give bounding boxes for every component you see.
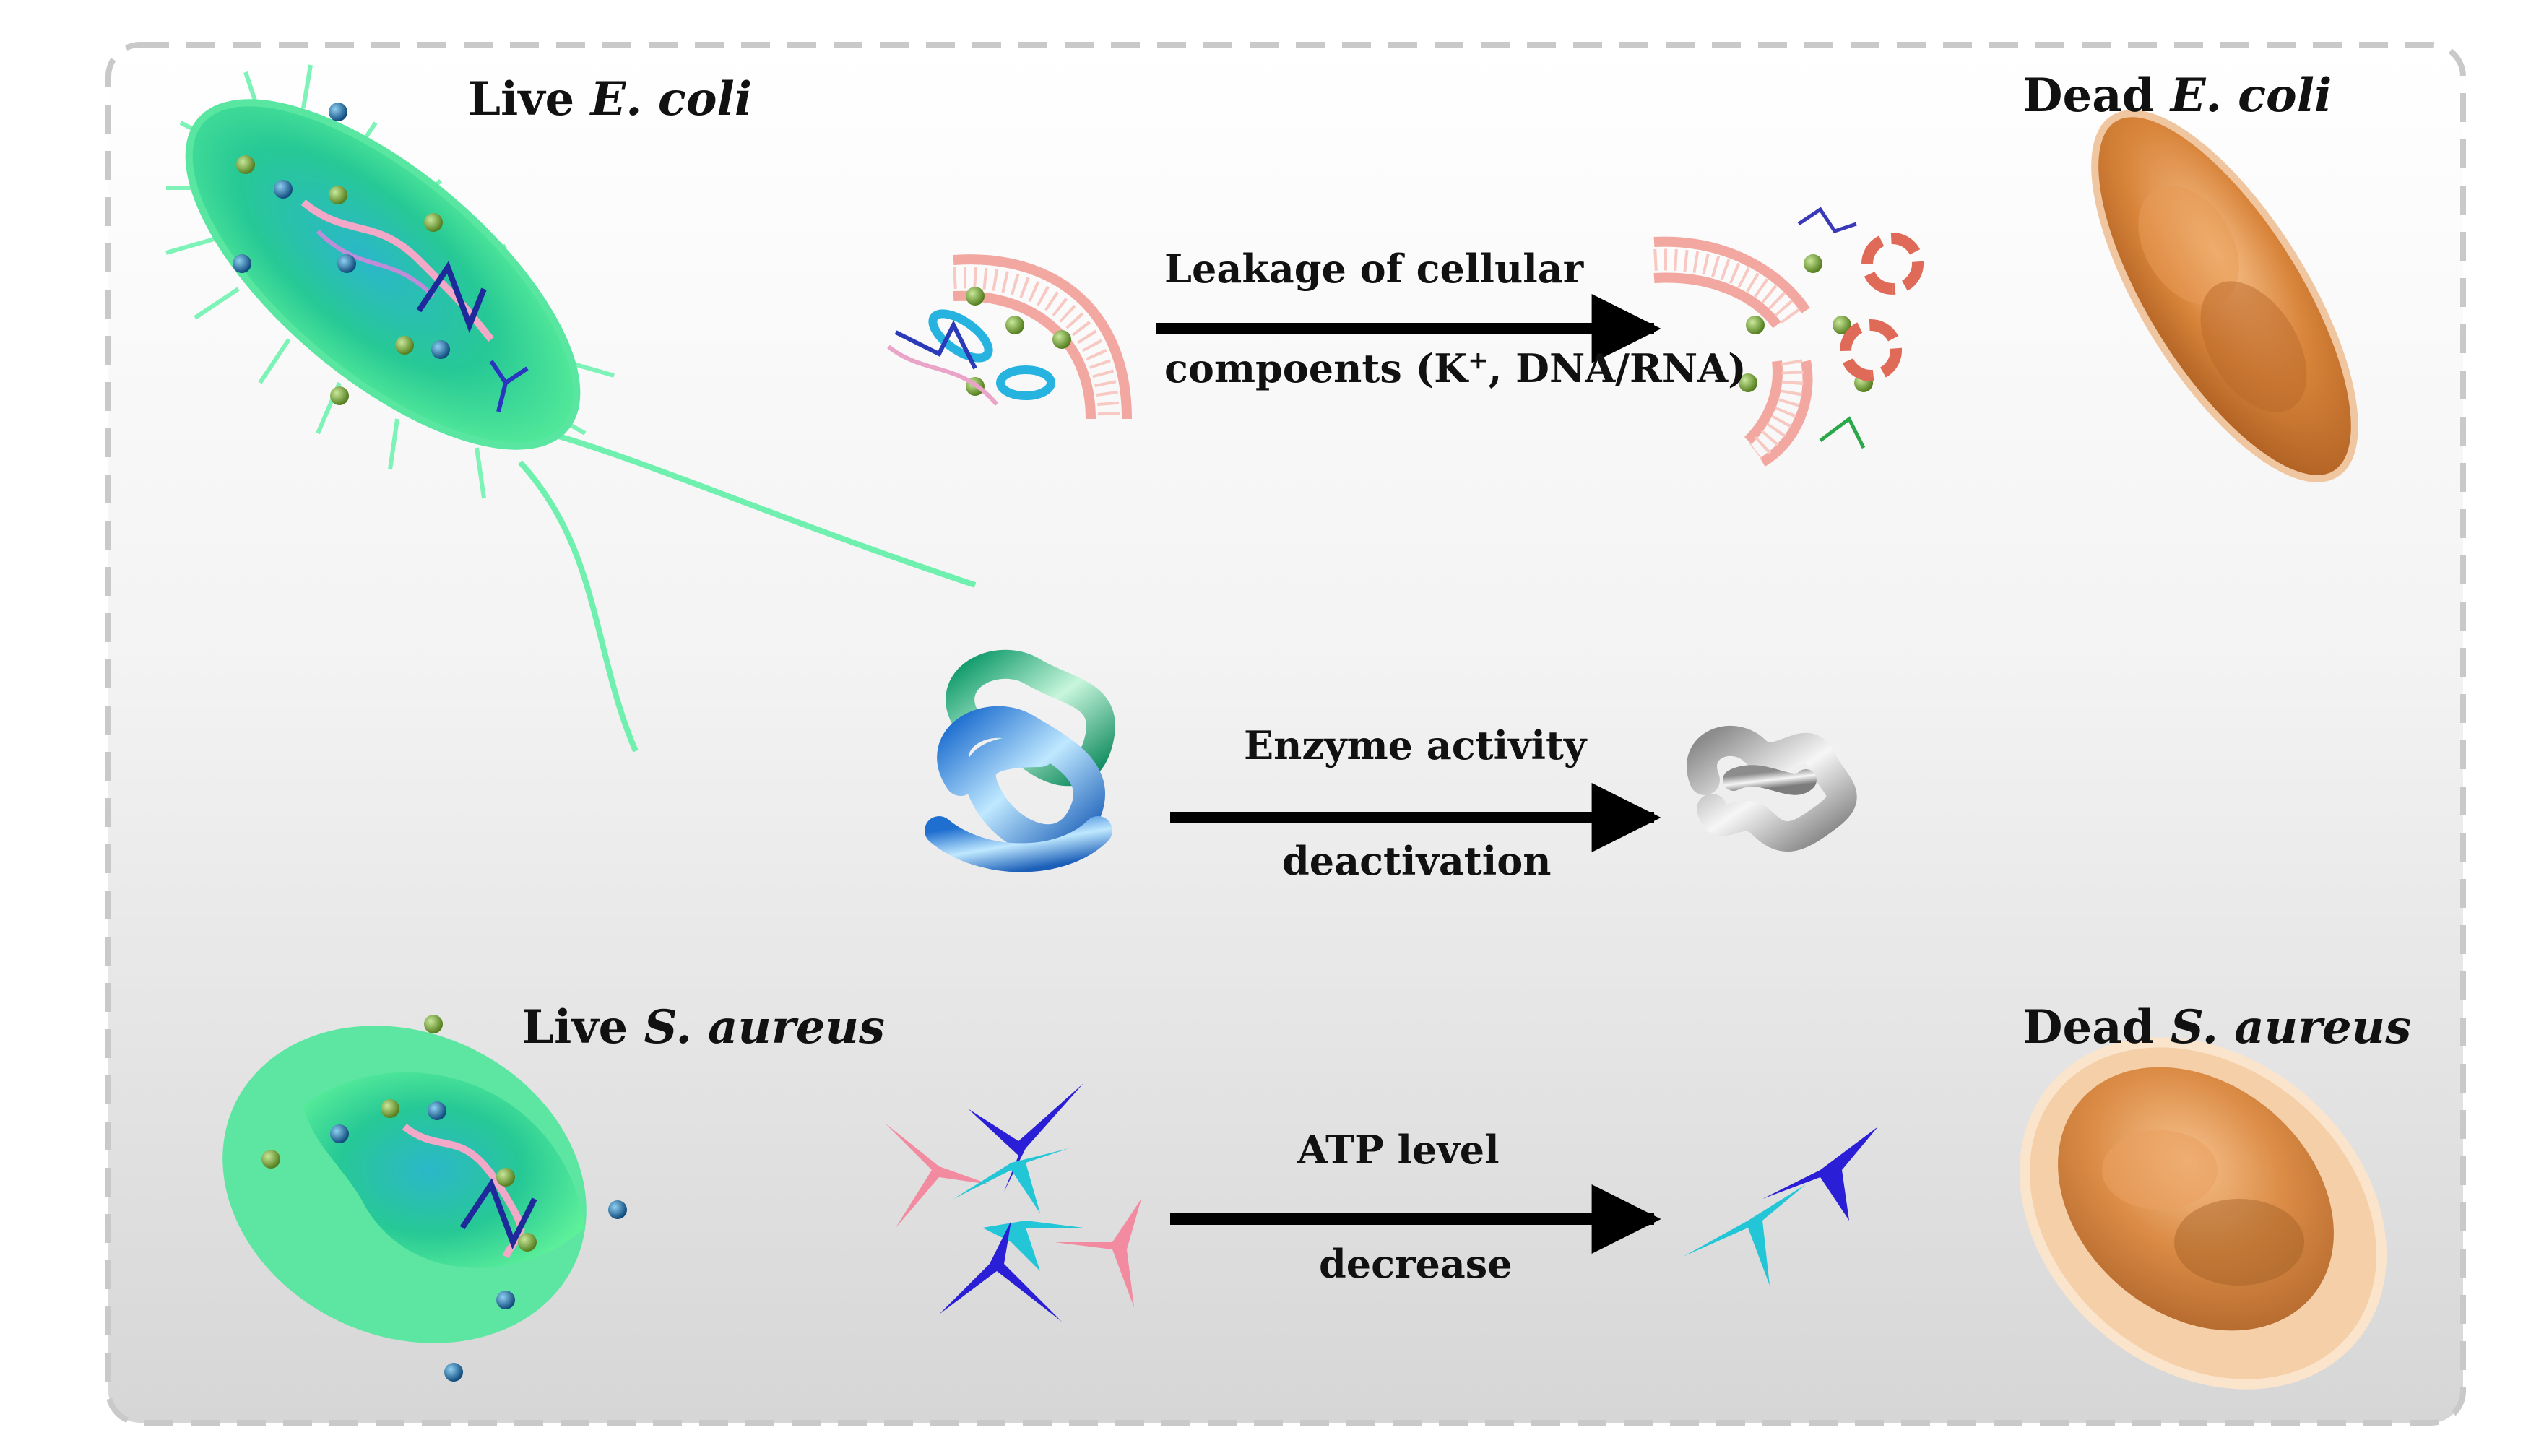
label-dead-ecoli: Dead E. coli: [2022, 69, 2332, 123]
leakage-label-bottom-pre: compoents (K: [1164, 345, 1468, 391]
label-live-saureus: Live S. aureus: [522, 1000, 885, 1054]
label-live-ecoli-species: E. coli: [590, 72, 753, 126]
live-saureus-cell-icon: [222, 1015, 627, 1382]
atp-label-bottom: decrease: [1319, 1241, 1513, 1287]
atp-label-top: ATP level: [1297, 1127, 1500, 1173]
dead-saureus-cell-icon: [2020, 1037, 2387, 1390]
label-dead-saureus-species: S. aureus: [2170, 1000, 2412, 1054]
label-dead-saureus-prefix: Dead: [2022, 1000, 2171, 1054]
label-live-ecoli-prefix: Live: [468, 72, 591, 126]
label-live-saureus-prefix: Live: [522, 1000, 644, 1054]
leakage-label-bottom-sup: +: [1468, 346, 1489, 375]
dead-ecoli-cell-icon: [2091, 110, 2358, 482]
folded-enzyme-icon: [925, 649, 1115, 872]
potassium-ions-ecoli: [233, 103, 450, 405]
leakage-label-bottom: compoents (K+, DNA/RNA): [1164, 345, 1747, 391]
label-dead-ecoli-species: E. coli: [2170, 69, 2332, 123]
intact-membrane-icon: [887, 254, 1132, 420]
label-dead-ecoli-prefix: Dead: [2022, 69, 2171, 123]
label-live-saureus-species: S. aureus: [644, 1000, 886, 1054]
denatured-enzyme-icon: [1687, 725, 1857, 852]
background-panel: [105, 42, 2466, 1426]
enzyme-label-bottom: deactivation: [1282, 838, 1552, 884]
enzyme-label-top: Enzyme activity: [1244, 722, 1587, 768]
leakage-label-bottom-post: , DNA/RNA): [1488, 345, 1747, 391]
atp-molecules-icon: [885, 1083, 1141, 1322]
label-dead-saureus: Dead S. aureus: [2022, 1000, 2411, 1054]
leakage-label-top: Leakage of cellular: [1164, 246, 1584, 292]
broken-membrane-icon: [1653, 207, 1924, 467]
reduced-atp-icon: [1683, 1127, 1878, 1286]
label-live-ecoli: Live E. coli: [468, 72, 752, 126]
